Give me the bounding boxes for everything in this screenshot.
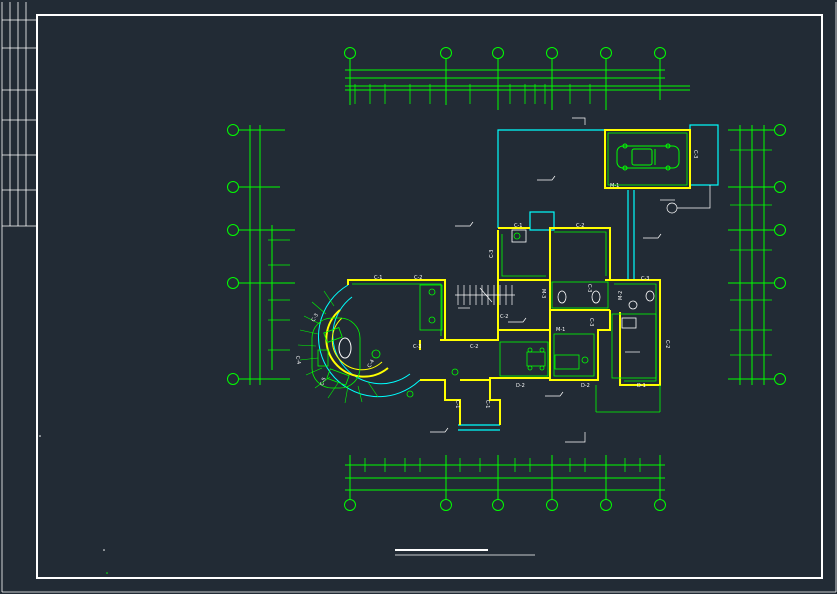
bathroom-fixtures	[511, 229, 655, 329]
curved-stair	[318, 284, 421, 398]
window-label-c3-b: C-3	[311, 313, 320, 323]
window-label-c3-d: C-3	[641, 276, 649, 282]
window-label-c2-c: C-2	[470, 344, 478, 350]
door-label-d2-b: D-2	[581, 383, 590, 389]
bottom-axis-markers	[344, 455, 666, 511]
door-label-m1: M-1	[556, 327, 565, 333]
door-label-d1: D-1	[637, 383, 646, 389]
window-labels: C-1 C-2 C-1 C-2 C-3 C-3 C-4 C-4 C-5 C-3 …	[294, 150, 698, 408]
door-label-m1-b: M-1	[610, 183, 619, 189]
window-label-c2-e: C-2	[664, 340, 670, 348]
window-label-c1-c: C-1	[454, 400, 460, 408]
window-label-c3-a: C-3	[489, 250, 495, 258]
top-axis-markers	[344, 47, 690, 110]
staircase-icon	[455, 285, 515, 305]
window-label-c1-b: C-1	[514, 223, 522, 229]
window-label-c5: C-5	[319, 377, 328, 387]
door-label-m3: M-3	[540, 289, 546, 298]
window-label-c3-f: C-3	[586, 284, 592, 292]
window-label-c2-b: C-2	[576, 223, 584, 229]
window-label-c3-c: C-3	[413, 344, 421, 350]
window-label-c2-a: C-2	[414, 275, 422, 281]
window-label-c1-d: C-1	[484, 400, 490, 408]
left-axis-markers	[227, 124, 295, 385]
window-label-c1-a: C-1	[374, 275, 382, 281]
door-label-d2-a: D-2	[516, 383, 525, 389]
garage	[604, 129, 691, 189]
level-markers	[430, 117, 711, 443]
scale-bar	[395, 549, 535, 556]
window-label-c3-g: C-3	[588, 318, 594, 326]
car-icon	[616, 143, 680, 171]
door-label-m2: M-2	[618, 291, 624, 300]
window-label-c3-e: C-3	[692, 150, 698, 158]
window-label-c4-b: C-4	[367, 359, 376, 369]
dining-table-icon	[371, 284, 589, 398]
window-label-c2-d: C-2	[500, 314, 508, 320]
drawing-frame	[36, 14, 823, 579]
window-label-c4-a: C-4	[294, 355, 301, 364]
walls	[347, 227, 661, 425]
right-axis-markers	[728, 124, 786, 385]
